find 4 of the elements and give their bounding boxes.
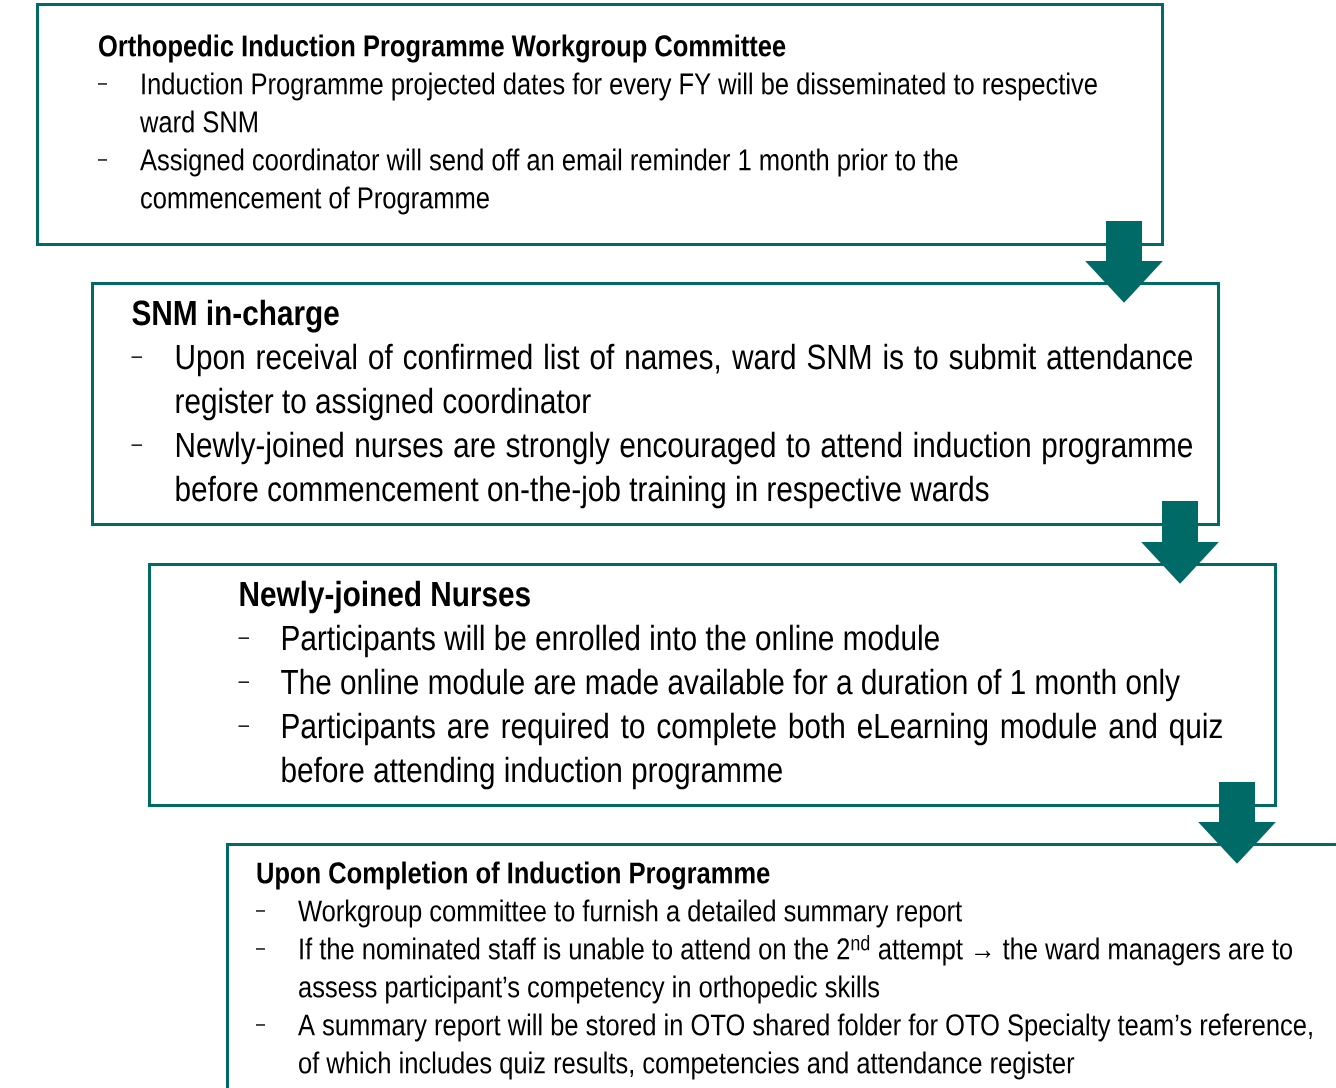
process-box: Orthopedic Induction Programme Workgroup Committee Induction Programme projected dates for every FY will be disseminated to respective ward SNM Assigned coordinator will send off an email reminder 1 month prior to the commencement of Programme [36,3,1164,246]
process-box: Newly-joined Nurses Participants will be enrolled into the online module The online module are made available for a duration of 1 month only Participants are required to complete both eLearning module and quiz before attending induction programme [148,563,1277,807]
process-box: SNM in-charge Upon receival of confirmed list of names, ward SNM is to submit attendance register to assigned coordinator Newly-joined nurses are strongly encouraged to attend induction programme before commencement on-the-job training in respective wards [91,282,1220,526]
process-box: Upon Completion of Induction Programme Workgroup committee to furnish a detailed summary report If the nominated staff is unable to attend on the 2$^{nd}$ attempt → the ward managers are to assess participant’s competency in orthopedic skills A summary report will be stored in OTO shared folder for OTO Specialty team’s reference, of which includes quiz results, competencies and attendance register [226,843,1336,1088]
